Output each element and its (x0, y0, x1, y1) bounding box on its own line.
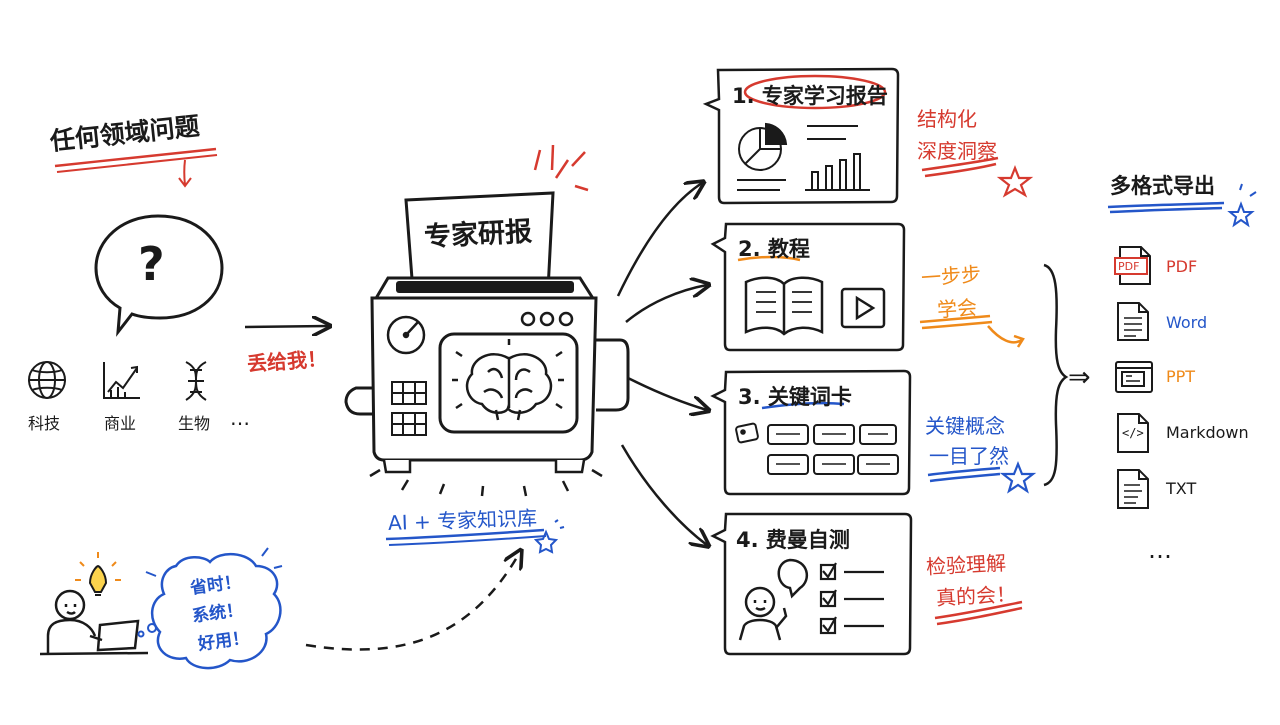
note-3-line-1: 关键概念 (925, 414, 1005, 438)
machine-motion-lines (369, 468, 603, 497)
person-icon (46, 589, 103, 654)
export-heading-underline (1107, 201, 1225, 214)
gauge-icon (386, 315, 426, 355)
dashed-feedback-arrow (305, 552, 520, 651)
domains-more: … (230, 406, 250, 430)
format-label-word: Word (1166, 313, 1208, 332)
domain-label-business: 商业 (104, 414, 137, 433)
export-star-icon (1227, 183, 1257, 228)
note-4-line-2: 真的会！ (935, 581, 1017, 610)
implies-arrow: ⇒ (1068, 362, 1091, 393)
book-icon (744, 276, 824, 336)
output-arrows (616, 183, 707, 545)
question-heading-underline (54, 147, 218, 173)
note1-underline (921, 156, 999, 178)
brain-icon (452, 339, 564, 421)
chart-icon (103, 362, 140, 399)
word-file-icon (1117, 302, 1149, 341)
output-title-3: 3. 关键词卡 (738, 385, 852, 409)
grouping-brace (1043, 263, 1069, 487)
question-bubble-icon (94, 214, 224, 337)
paper-title: 专家研报 (423, 216, 533, 253)
note-1-line-2: 深度洞察 (917, 139, 997, 163)
text-lines (737, 179, 786, 191)
input-arrow-label: 丢给我！ (246, 346, 328, 376)
output-title-2: 2. 教程 (738, 237, 810, 261)
ppt-file-icon (1115, 361, 1153, 393)
indicator-lights (520, 311, 574, 327)
output-title-1: 1. 专家学习报告 (732, 84, 888, 108)
formats-more: … (1148, 536, 1172, 564)
note-4-line-1: 检验理解 (925, 550, 1007, 579)
blue-star-icon (533, 519, 565, 554)
heading-down-arrow (178, 159, 192, 188)
note-3-line-2: 一目了然 (929, 444, 1009, 468)
note-2-line-1: 一步步 (920, 261, 982, 290)
blue-note-star-icon (999, 461, 1037, 494)
domain-label-tech: 科技 (28, 414, 61, 433)
format-label-ppt: PPT (1166, 367, 1196, 386)
input-arrow (244, 326, 328, 327)
format-label-txt: TXT (1166, 479, 1197, 498)
note2-underline (919, 314, 1025, 348)
output-title-4: 4. 费曼自测 (736, 528, 850, 552)
question-mark: ? (138, 237, 165, 291)
feedback-bubble (137, 547, 283, 670)
checklist-icon (819, 562, 884, 635)
note-1-line-1: 结构化 (917, 107, 977, 131)
keypad-icon (391, 381, 427, 436)
note4-underline (934, 600, 1023, 626)
laptop-icon (39, 619, 149, 656)
markdown-file-icon (1117, 413, 1149, 453)
lightbulb-icon (75, 552, 121, 596)
format-label-markdown: Markdown (1166, 423, 1249, 442)
txt-file-icon (1117, 469, 1149, 509)
play-video-icon (840, 287, 886, 329)
bar-chart-icon (805, 125, 870, 191)
format-label-pdf: PDF (1166, 257, 1198, 276)
output-card-keyword (710, 369, 912, 496)
dna-icon (185, 361, 207, 401)
pdf-icon-badge: PDF (1118, 260, 1140, 273)
export-heading: 多格式导出 (1110, 174, 1215, 198)
machine-caption: AI + 专家知识库 (387, 505, 538, 535)
pie-chart-icon (738, 122, 788, 171)
note-2-line-2: 学会 (936, 295, 978, 322)
keyword-cards-icon (735, 422, 899, 475)
red-star-icon (996, 165, 1034, 198)
thinking-person-icon (738, 558, 809, 641)
domain-label-bio: 生物 (178, 414, 211, 433)
globe-icon (28, 361, 66, 399)
sparkle-marks (533, 144, 589, 192)
pdf-file-icon (1114, 246, 1151, 285)
note3-underline (927, 466, 1001, 483)
caption-underline (385, 528, 547, 546)
markdown-icon-badge: </> (1122, 426, 1144, 440)
